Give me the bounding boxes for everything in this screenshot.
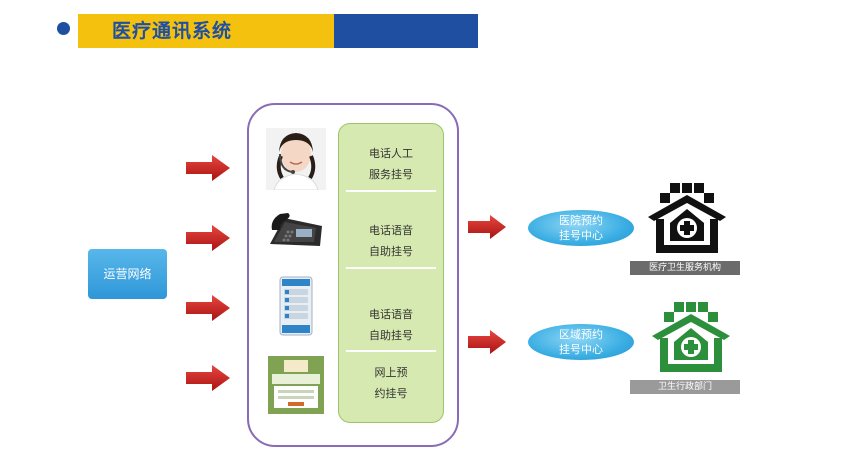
operating-network-box: 运营网络 [88, 249, 167, 299]
input-arrow-icon [186, 225, 230, 251]
service-line: 电话人工 [369, 147, 413, 160]
input-arrow-icon [186, 155, 230, 181]
black-hospital-building-icon [648, 183, 726, 253]
service-line: 约挂号 [374, 387, 408, 400]
center-line: 区域预约 [559, 328, 603, 341]
title-bar-accent [334, 14, 478, 48]
divider [346, 350, 436, 352]
service-line: 自助挂号 [369, 329, 413, 342]
mobile-app-icon [279, 276, 313, 336]
desk-phone-icon [270, 213, 322, 246]
service-item-voice-2: 电话语音 自助挂号 [338, 304, 444, 346]
output-arrow-icon [468, 215, 506, 239]
input-arrow-icon [186, 365, 230, 391]
service-line: 电话语音 [369, 308, 413, 321]
org-label: 医疗卫生服务机构 [630, 261, 740, 275]
service-line: 网上预 [374, 366, 408, 379]
org-label: 卫生行政部门 [630, 380, 740, 394]
hospital-booking-center: 医院预约 挂号中心 [528, 210, 634, 246]
service-line: 自助挂号 [369, 245, 413, 258]
divider [346, 190, 436, 192]
service-line: 电话语音 [369, 224, 413, 237]
service-item-voice: 电话语音 自助挂号 [338, 220, 444, 262]
center-line: 挂号中心 [559, 229, 603, 242]
divider [346, 267, 436, 269]
title-bullet-icon [57, 22, 70, 35]
center-line: 医院预约 [559, 214, 603, 227]
title-bar [78, 14, 334, 48]
input-arrow-icon [186, 295, 230, 321]
service-line: 服务挂号 [369, 168, 413, 181]
output-arrow-icon [468, 330, 506, 354]
page-title: 医疗通讯系统 [112, 20, 233, 42]
web-portal-icon [268, 356, 324, 414]
service-item-manual: 电话人工 服务挂号 [338, 143, 444, 185]
regional-booking-center: 区域预约 挂号中心 [528, 324, 634, 360]
operator-headset-icon [266, 128, 326, 190]
service-panel [338, 123, 444, 423]
center-line: 挂号中心 [559, 343, 603, 356]
green-health-building-icon [652, 302, 730, 372]
service-item-online: 网上预 约挂号 [338, 362, 444, 404]
